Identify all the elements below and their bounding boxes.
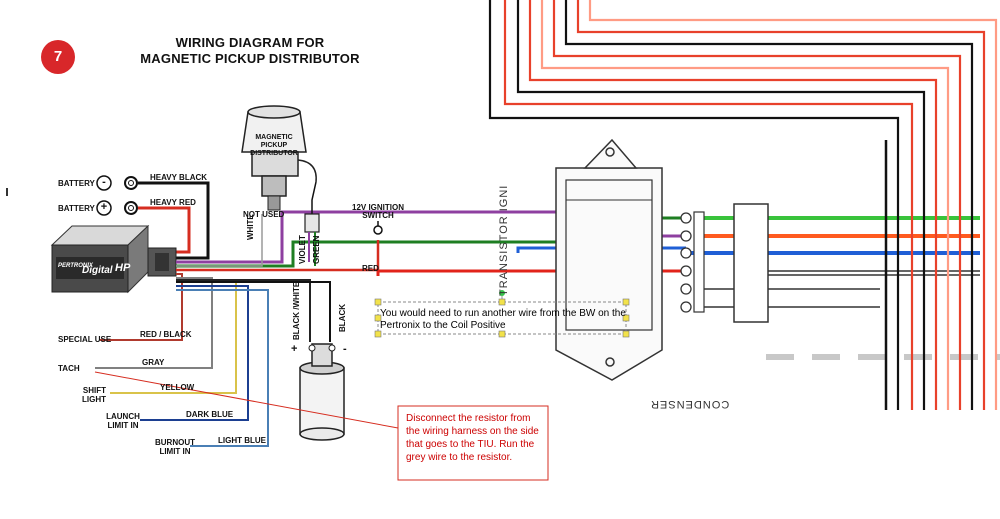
annotation-note[interactable]: You would need to run another wire from … <box>380 308 626 331</box>
battery-negative-sign: - <box>102 176 106 188</box>
distributor-label-3: DISTRIBUTOR <box>250 150 298 157</box>
distributor-label-1: MAGNETIC <box>255 134 293 141</box>
battery-positive-label: BATTERY <box>58 204 95 213</box>
red-black-wire <box>100 273 183 341</box>
red-wire-label: RED <box>362 264 379 273</box>
black-wire-label: BLACK <box>338 304 347 332</box>
black-white-wire <box>176 279 311 342</box>
module-brand: PERTRONIX <box>58 263 93 269</box>
distributor-connector <box>304 213 320 233</box>
battery-positive-terminal-hole <box>128 205 134 211</box>
red-black-wire-label: RED / BLACK <box>140 330 192 339</box>
ignition-coil <box>299 343 345 441</box>
battery-positive-terminal <box>124 201 138 215</box>
battery-positive-sign: + <box>100 201 108 213</box>
shift-light-label: SHIFT LIGHT <box>82 386 106 404</box>
gray-wire <box>95 277 213 369</box>
distributor-body <box>241 105 317 211</box>
distributor-lead <box>311 181 317 214</box>
annotation-box-frame <box>374 290 630 338</box>
left-edge-mark <box>6 188 8 196</box>
heavy-black-label: HEAVY BLACK <box>150 173 208 182</box>
green-wire-label: GREEN <box>312 235 321 264</box>
diagram-title-line1: WIRING DIAGRAM FOR <box>175 35 325 50</box>
violet-wire-label: VIOLET <box>298 235 307 264</box>
launch-limit-label: LAUNCH LIMIT IN <box>106 412 140 430</box>
ignition-switch-symbol <box>373 225 383 235</box>
callout-leader-line <box>94 371 399 429</box>
gray-wire-label: GRAY <box>142 358 165 367</box>
light-blue-wire <box>176 289 269 447</box>
not-used-label: NOT USED <box>243 210 285 219</box>
battery-negative-terminal <box>124 176 138 190</box>
module-name: Digital <box>82 265 113 276</box>
tach-label: TACH <box>58 364 80 373</box>
tiu-label: TRANSISTOR IGNITION UNIT <box>498 186 510 296</box>
battery-negative-symbol <box>96 175 112 191</box>
step-badge-circle <box>41 40 75 74</box>
tiu-terminal-block <box>680 203 980 323</box>
coil-negative-symbol: - <box>343 343 347 355</box>
dark-blue-wire-label: DARK BLUE <box>186 410 234 419</box>
step-badge-number: 7 <box>53 48 63 65</box>
heavy-red-label: HEAVY RED <box>150 198 196 207</box>
harness-bundle <box>488 0 998 410</box>
transistor-ignition-unit <box>555 138 663 381</box>
ignition-switch-label-1: 12V IGNITION <box>352 203 405 212</box>
pertronix-module <box>50 224 177 294</box>
callout-box-frame <box>397 405 549 481</box>
battery-positive-symbol <box>96 200 112 216</box>
heavy-red-wire <box>138 206 191 254</box>
light-blue-wire-label: LIGHT BLUE <box>218 436 266 445</box>
dark-blue-wire <box>140 285 249 421</box>
battery-negative-label: BATTERY <box>58 179 95 188</box>
burnout-limit-label: BURNOUT LIMIT IN <box>155 438 195 456</box>
condenser-label: CONDENSER <box>650 398 730 410</box>
yellow-wire-label: YELLOW <box>160 383 195 392</box>
ignition-switch-label-2: SWITCH <box>362 211 394 220</box>
diagram-title-line2: MAGNETIC PICKUP DISTRIBUTOR <box>140 51 360 66</box>
distributor-label-2: PICKUP <box>260 142 288 149</box>
battery-negative-terminal-hole <box>128 180 134 186</box>
heavy-black-wire <box>138 181 210 260</box>
special-use-label: SPECIAL USE <box>58 335 112 344</box>
black-white-wire-label: BLACK /WHITE <box>292 281 301 340</box>
coil-positive-symbol: + <box>291 343 298 355</box>
white-wire-label: WHITE <box>246 214 255 240</box>
white-wire <box>176 214 263 267</box>
black-wire <box>176 281 331 342</box>
module-badge: HP <box>115 262 131 274</box>
callout-note[interactable]: Disconnect the resistor from the wiring … <box>406 413 539 463</box>
